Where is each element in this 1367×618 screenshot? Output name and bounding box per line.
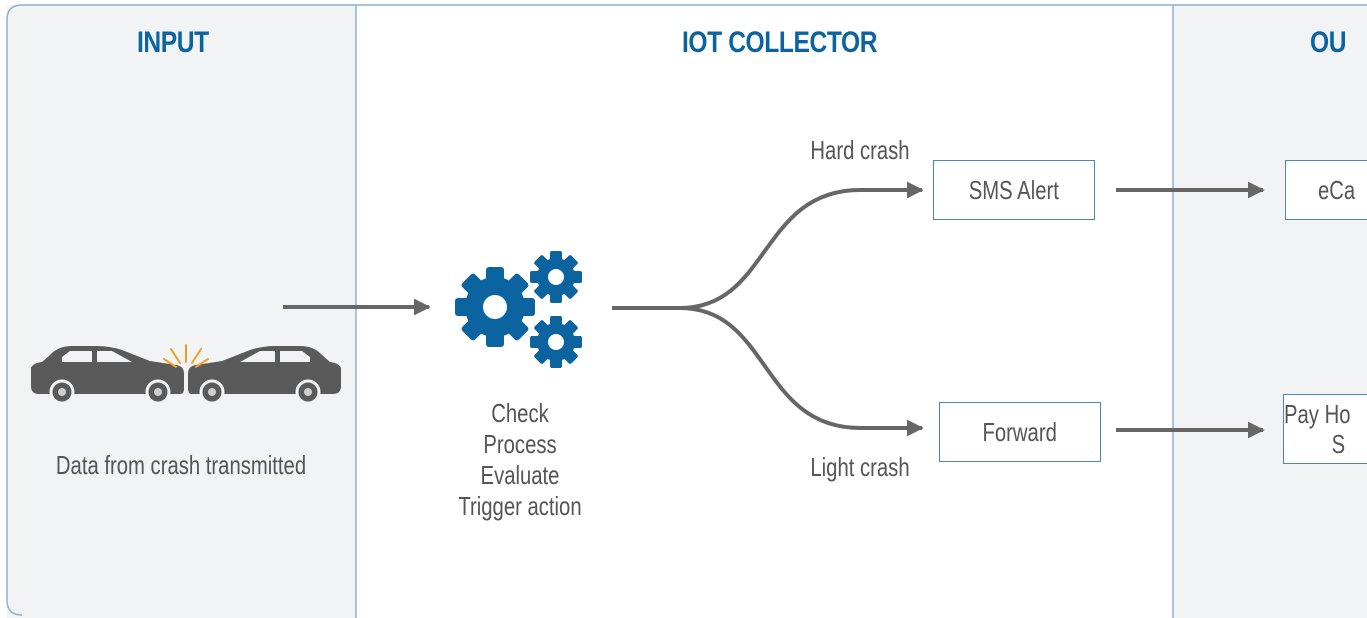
left-car-hub-rear [58,388,66,396]
column-title-output: OU [1310,26,1347,59]
output-label-top: eCa [1318,174,1356,205]
right-car-hub-front [208,388,216,396]
left-car-window [62,351,132,362]
right-car-hub-rear [304,388,312,396]
action-label-sms-alert: SMS Alert [968,174,1060,205]
input-caption: Data from crash transmitted [55,450,307,480]
action-box-forward: Forward [939,402,1101,462]
gear-small-top-icon [530,251,582,303]
frame-border [6,4,1367,616]
action-box-sms-alert: SMS Alert [933,160,1095,220]
step-process: Process [483,429,557,459]
left-car-hub-front [154,388,162,396]
right-car-window [240,351,310,362]
gears-icon [455,251,582,368]
column-title-iot-collector: IOT COLLECTOR [682,26,878,59]
step-check: Check [491,398,549,428]
branch-curve-hard [612,181,924,310]
output-box-top: eCa [1285,160,1367,220]
output-label-bottom-line2: S [1331,429,1346,459]
output-box-bottom: Pay Ho S [1283,394,1367,464]
input-panel [7,5,356,618]
impact-spark-icon [163,344,209,368]
gear-large-icon [455,267,535,347]
step-trigger-action: Trigger action [458,491,582,521]
collector-steps: Check Process Evaluate Trigger action [435,398,605,522]
step-evaluate: Evaluate [480,460,560,490]
branch-curve-light [679,306,924,437]
action-label-forward: Forward [982,416,1058,447]
output-panel [1173,5,1367,618]
branch-label-light-crash: Light crash [810,452,910,482]
car-crash-icon [31,344,341,405]
column-title-input: INPUT [137,26,209,59]
output-label-bottom-line1: Pay Ho [1284,399,1351,429]
gear-small-bottom-icon [530,316,582,368]
branch-label-hard-crash: Hard crash [810,135,910,165]
